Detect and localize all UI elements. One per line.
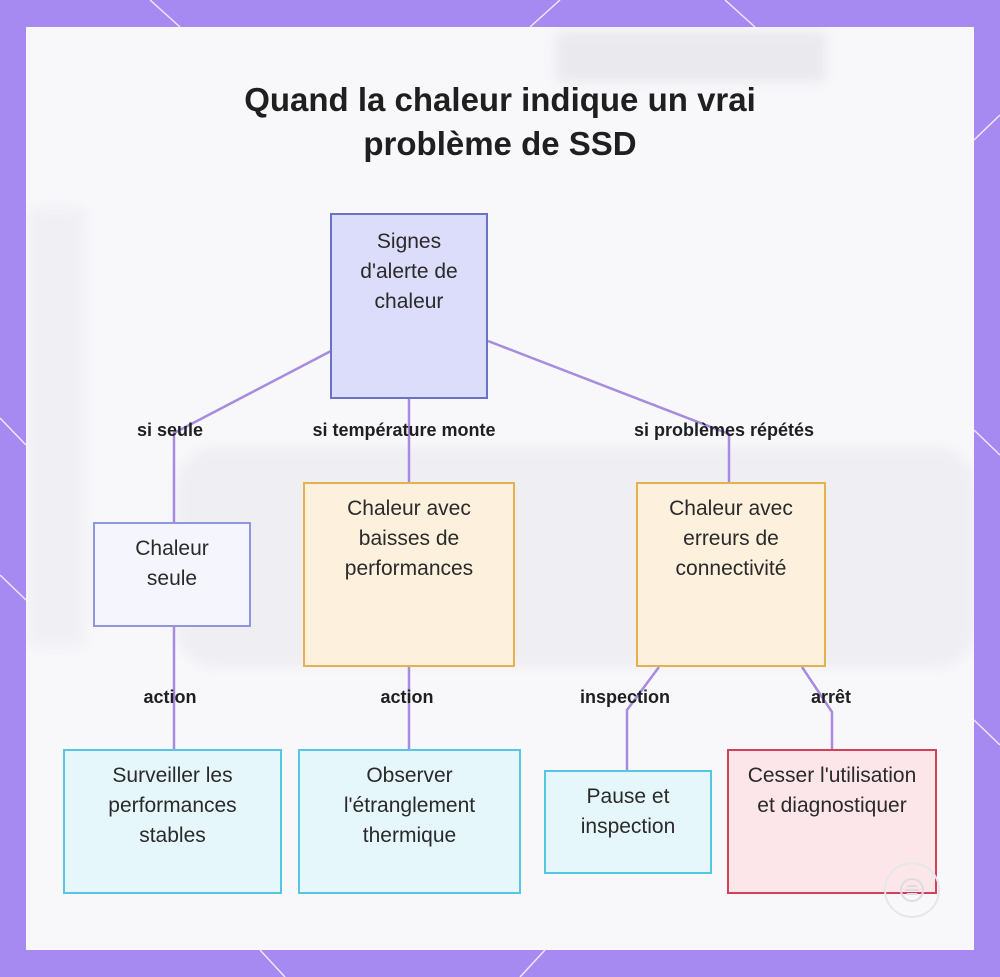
node-label: Chaleur avec erreurs de connectivité	[669, 497, 793, 580]
edge-connectivity-to-pause	[625, 666, 661, 770]
node-observe-throttling: Observer l'étranglement thermique	[298, 749, 521, 894]
edge-connectivity-to-stop	[800, 666, 834, 749]
node-heat-connectivity-errors: Chaleur avec erreurs de connectivité	[636, 482, 826, 667]
background-shape	[556, 32, 826, 82]
node-label: Observer l'étranglement thermique	[343, 764, 476, 847]
edge-label-inspection: inspection	[579, 687, 671, 707]
node-heat-performance-drops: Chaleur avec baisses de performances	[303, 482, 515, 667]
node-monitor-performance: Surveiller les performances stables	[63, 749, 282, 894]
edge-label-stop: arrêt	[810, 687, 852, 707]
edge-root-to-alone	[172, 349, 332, 522]
diagram-title: Quand la chaleur indique un vrai problèm…	[244, 81, 756, 162]
node-label: Cesser l'utilisation et diagnostiquer	[747, 764, 917, 817]
node-label: Pause et inspection	[580, 785, 676, 838]
edge-label-if-temp-rises: si température monte	[312, 420, 496, 440]
edge-label-action-1: action	[143, 687, 197, 707]
edge-root-to-connectivity	[487, 339, 731, 482]
brand-logo-icon	[884, 862, 940, 918]
edge-label-if-repeated: si problèmes répétés	[633, 420, 815, 440]
edge-label-if-alone: si seule	[136, 420, 204, 440]
node-label: Signes d'alerte de chaleur	[360, 230, 458, 313]
node-pause-inspection: Pause et inspection	[544, 770, 712, 874]
background-shape	[26, 207, 86, 647]
node-label: Chaleur avec baisses de performances	[344, 497, 474, 580]
node-label: Chaleur seule	[135, 537, 209, 590]
node-heat-warning-signs: Signes d'alerte de chaleur	[330, 213, 488, 399]
node-label: Surveiller les performances stables	[108, 764, 237, 847]
logo-mark-icon	[900, 878, 924, 902]
edge-label-action-2: action	[380, 687, 434, 707]
node-heat-alone: Chaleur seule	[93, 522, 251, 627]
